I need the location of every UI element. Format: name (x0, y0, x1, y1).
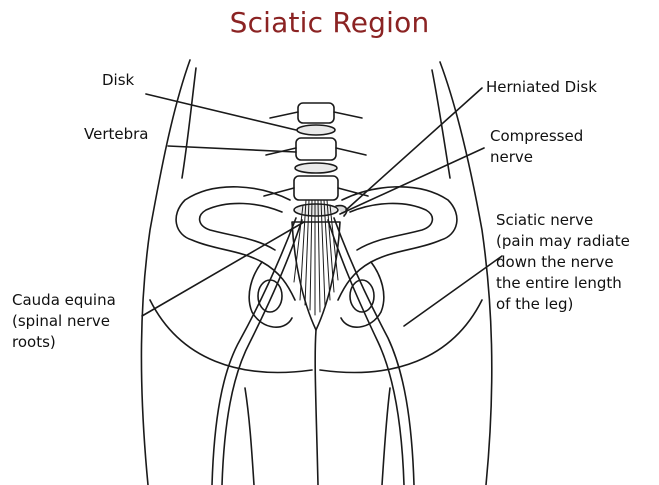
waist-curve-left (182, 68, 196, 178)
label-cauda-equina-line-1: Cauda equina (12, 290, 116, 311)
intervertebral-disk-1 (297, 125, 335, 135)
label-disk: Disk (102, 70, 134, 91)
intervertebral-disk-2 (295, 163, 337, 173)
iliac-wing-left-inner (200, 203, 282, 250)
vertebra-l3 (298, 103, 334, 123)
sciatic-nerve-right-2 (328, 220, 404, 485)
label-sciatic-nerve: Sciatic nerve (pain may radiate down the… (496, 210, 630, 315)
label-herniated-disk-text: Herniated Disk (486, 77, 597, 98)
hip-joint-left (249, 262, 292, 327)
leader-disk (146, 94, 296, 130)
leader-sciatic-nerve (404, 256, 502, 326)
vertebra-l5 (294, 176, 338, 200)
leg-inner-left (245, 388, 254, 485)
body-outline-left (141, 60, 190, 485)
vertebra-l4 (296, 138, 336, 160)
leader-compressed-nerve (340, 148, 484, 214)
label-compressed-nerve: Compressed nerve (490, 126, 583, 168)
label-cauda-equina: Cauda equina (spinal nerve roots) (12, 290, 116, 353)
label-vertebra: Vertebra (84, 124, 148, 145)
iliac-wing-right-inner (350, 203, 432, 250)
label-compressed-nerve-line-1: Compressed (490, 126, 583, 147)
vertebra-l3-processes (270, 112, 362, 118)
body-outline-right (440, 62, 492, 485)
leader-herniated-disk (346, 88, 482, 210)
label-vertebra-text: Vertebra (84, 124, 148, 145)
label-sciatic-nerve-line-5: of the leg) (496, 294, 630, 315)
cauda-equina-roots (294, 200, 338, 315)
label-sciatic-nerve-line-3: down the nerve (496, 252, 630, 273)
obturator-left (258, 280, 282, 312)
gluteal-fold-right (320, 300, 482, 372)
diagram-title: Sciatic Region (0, 6, 659, 39)
label-herniated-disk: Herniated Disk (486, 77, 597, 98)
label-compressed-nerve-line-2: nerve (490, 147, 583, 168)
label-cauda-equina-line-2: (spinal nerve (12, 311, 116, 332)
label-sciatic-nerve-line-2: (pain may radiate (496, 231, 630, 252)
label-disk-text: Disk (102, 70, 134, 91)
gluteal-cleft (315, 330, 318, 485)
label-sciatic-nerve-line-4: the entire length (496, 273, 630, 294)
label-sciatic-nerve-line-1: Sciatic nerve (496, 210, 630, 231)
leg-inner-right (382, 388, 390, 485)
leader-vertebra (168, 146, 296, 152)
label-cauda-equina-line-3: roots) (12, 332, 116, 353)
leader-cauda-equina (142, 222, 304, 316)
